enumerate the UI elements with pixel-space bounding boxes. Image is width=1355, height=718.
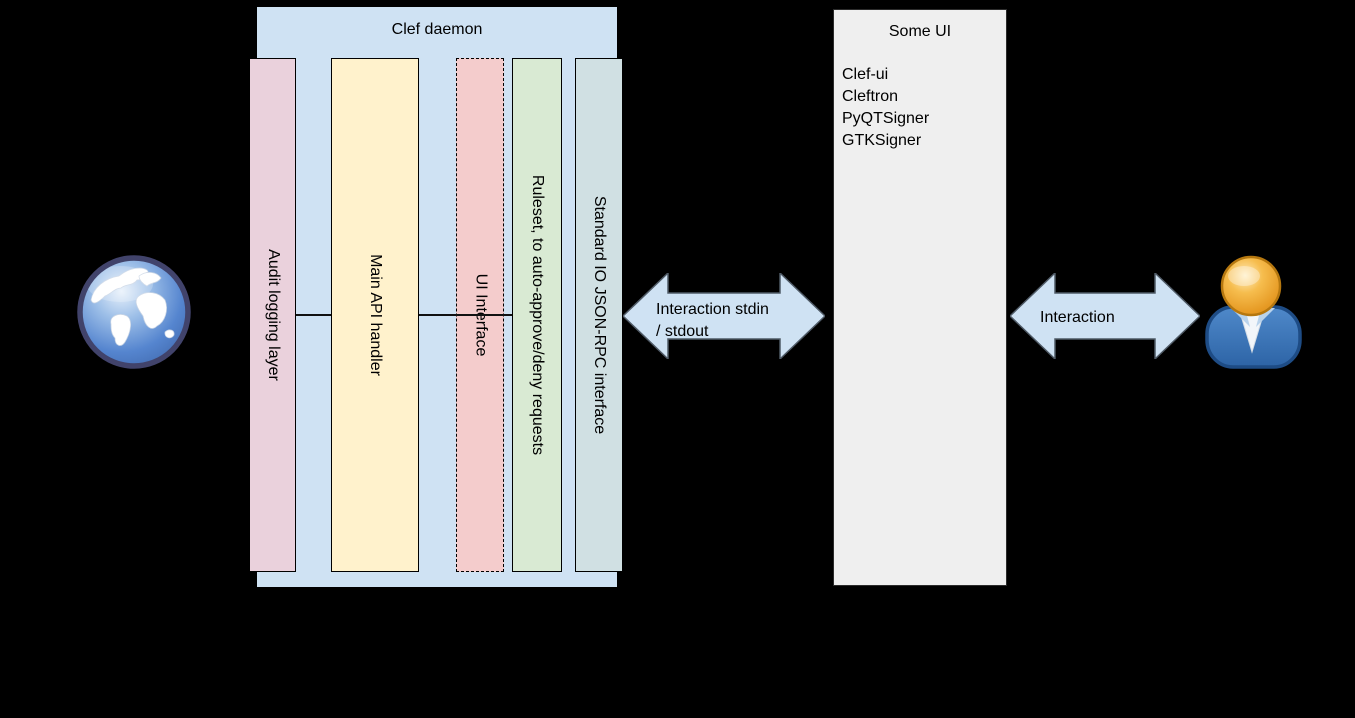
clef-daemon-title: Clef daemon — [391, 21, 483, 38]
main-api-handler-bar: Main API handler — [331, 58, 419, 572]
clef-daemon-box: Clef daemon — [257, 7, 617, 587]
connector-line-api-ruleset — [419, 314, 512, 316]
some-ui-box: Some UI Clef-ui Cleftron PyQTSigner GTKS… — [833, 9, 1007, 586]
globe-icon — [77, 255, 191, 369]
some-ui-title: Some UI — [888, 23, 952, 40]
audit-logging-layer-bar: Audit logging layer — [249, 58, 296, 572]
some-ui-list: Clef-ui Cleftron PyQTSigner GTKSigner — [842, 64, 929, 152]
user-icon — [1205, 255, 1302, 369]
stdio-jsonrpc-bar: Standard IO JSON-RPC interface — [575, 58, 623, 572]
stdio-arrow-label: Interaction stdin / stdout — [656, 299, 769, 343]
some-ui-item: Clef-ui — [842, 66, 889, 83]
main-api-handler-label: Main API handler — [367, 254, 385, 376]
stdio-jsonrpc-label: Standard IO JSON-RPC interface — [591, 195, 608, 435]
stdio-arrow-shape — [623, 273, 825, 359]
stdio-arrow — [623, 273, 825, 359]
ruleset-bar: Ruleset, to auto-approve/deny requests — [512, 58, 562, 572]
some-ui-item: PyQTSigner — [842, 110, 930, 127]
user-interaction-arrow-shape — [1010, 273, 1200, 359]
user-interaction-arrow — [1010, 273, 1200, 359]
connector-line-audit-api — [296, 314, 331, 316]
audit-logging-layer-label: Audit logging layer — [264, 249, 282, 381]
stdio-arrow-label-line2: / stdout — [656, 323, 709, 340]
ruleset-label: Ruleset, to auto-approve/deny requests — [529, 174, 547, 456]
some-ui-item: GTKSigner — [842, 132, 922, 149]
stdio-arrow-label-line1: Interaction stdin — [656, 301, 769, 318]
user-arrow-label: Interaction — [1040, 309, 1115, 326]
some-ui-item: Cleftron — [842, 88, 899, 105]
